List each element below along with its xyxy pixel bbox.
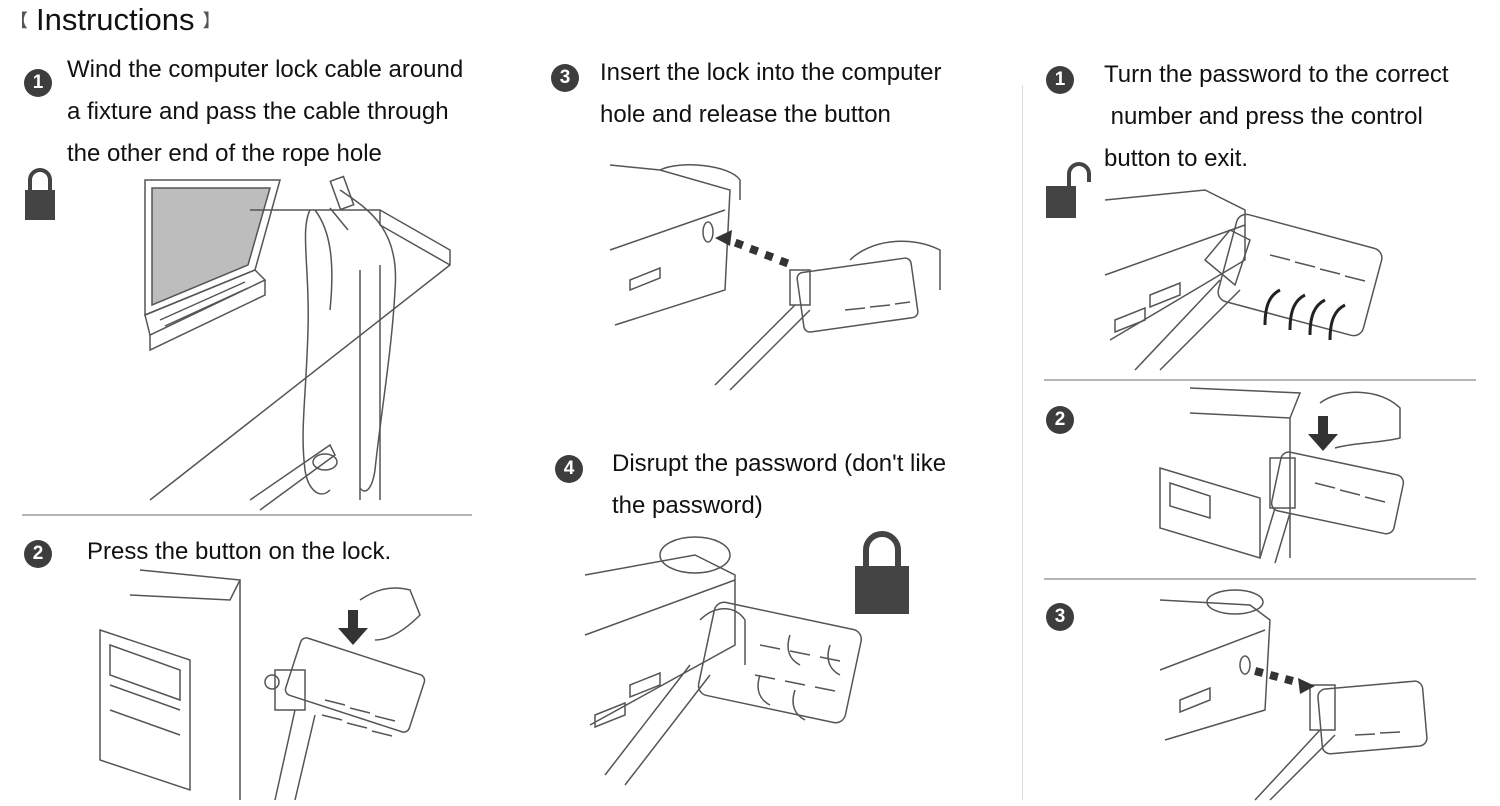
title-bracket-left: 【 — [10, 11, 28, 31]
step-line: hole and release the button — [600, 101, 891, 128]
step-text-lock-4: Disrupt the password (don't like the pas… — [612, 443, 946, 527]
column-divider — [1022, 85, 1023, 800]
unlock-turn-dials-illustration — [1105, 180, 1385, 370]
step-text-unlock-1: Turn the password to the correct number … — [1104, 54, 1449, 180]
step-line: Turn the password to the correct — [1104, 61, 1449, 88]
title-text: Instructions — [36, 2, 195, 37]
step-line: Disrupt the password (don't like — [612, 450, 947, 477]
step-badge-lock-4: 4 — [555, 455, 583, 483]
step-text-lock-3: Insert the lock into the computer hole a… — [600, 52, 942, 136]
padlock-closed-icon — [25, 166, 55, 220]
step-line: a fixture and pass the cable through — [67, 98, 449, 125]
press-control-button-illustration — [1150, 388, 1420, 568]
step-badge-lock-1: 1 — [24, 69, 52, 97]
step-line: the password) — [612, 492, 763, 519]
padlock-open-icon — [1046, 160, 1090, 218]
step-line: Insert the lock into the computer — [600, 59, 942, 86]
step-text-lock-1: Wind the computer lock cable around a fi… — [67, 49, 463, 175]
step-badge-lock-2: 2 — [24, 540, 52, 568]
step-line: button to exit. — [1104, 145, 1249, 172]
padlock-closed-icon — [855, 530, 909, 614]
step-badge-unlock-2: 2 — [1046, 406, 1074, 434]
remove-lock-illustration — [1160, 590, 1430, 800]
scramble-password-illustration — [585, 525, 875, 785]
section-divider — [1044, 578, 1476, 580]
page-title: 【 Instructions 】 — [10, 0, 221, 40]
laptop-desk-cable-illustration — [130, 170, 460, 510]
section-divider — [22, 514, 472, 516]
step-badge-unlock-3: 3 — [1046, 603, 1074, 631]
step-badge-lock-3: 3 — [551, 64, 579, 92]
step-text-lock-2: Press the button on the lock. — [87, 531, 391, 573]
section-divider — [1044, 379, 1476, 381]
step-badge-unlock-1: 1 — [1046, 66, 1074, 94]
title-bracket-right: 】 — [202, 11, 221, 31]
step-line: number and press the control — [1104, 103, 1423, 130]
step-line: the other end of the rope hole — [67, 140, 382, 167]
step-line: Press the button on the lock. — [87, 538, 392, 565]
step-line: Wind the computer lock cable around — [67, 56, 464, 83]
insert-lock-illustration — [610, 160, 950, 390]
press-button-illustration — [90, 570, 440, 800]
